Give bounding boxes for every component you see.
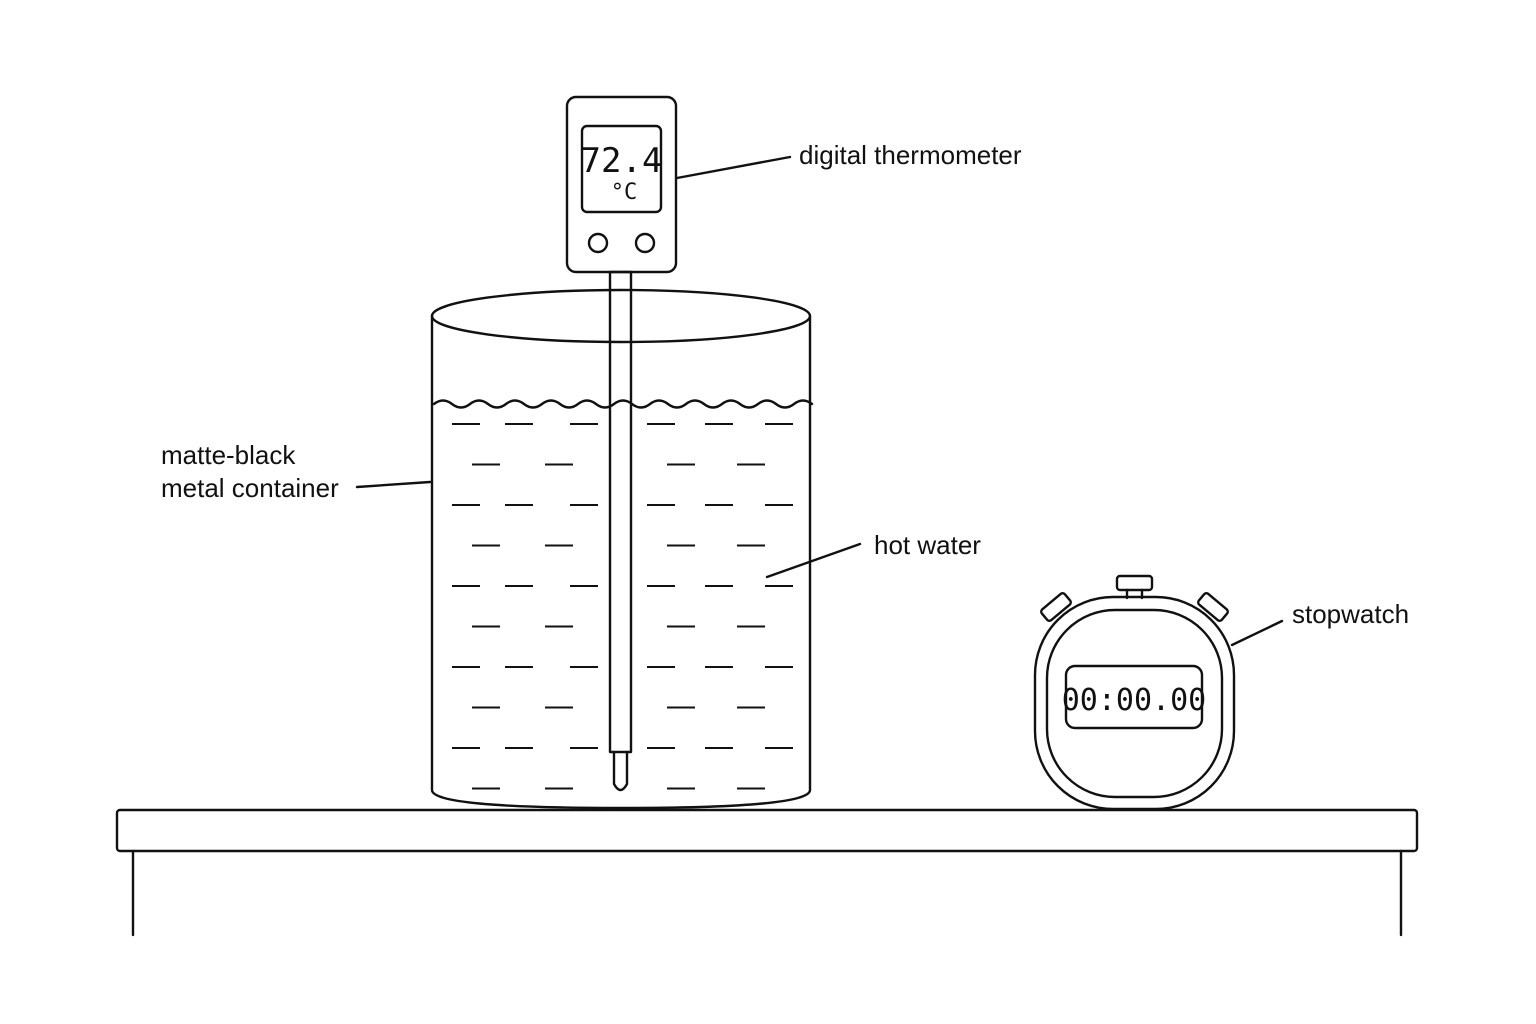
water-leader xyxy=(765,542,862,579)
table xyxy=(115,808,1419,937)
stopwatch-leader xyxy=(1230,619,1284,647)
digital-thermometer: 72.4 °C xyxy=(565,95,678,792)
stopwatch-label: stopwatch xyxy=(1292,599,1409,629)
water-label: hot water xyxy=(874,530,981,560)
stopwatch-time: 00:00.00 xyxy=(1062,683,1207,718)
container-rim xyxy=(430,288,812,344)
container-leader xyxy=(355,480,432,489)
thermometer-button-right[interactable] xyxy=(634,232,656,254)
stopwatch-case-inner xyxy=(1045,608,1224,799)
table-top xyxy=(115,808,1419,853)
stopwatch-button-right[interactable] xyxy=(1197,592,1229,622)
container-label-line1: matte-black xyxy=(161,440,296,470)
probe-tip xyxy=(612,750,629,792)
stopwatch-crown[interactable] xyxy=(1115,574,1154,592)
leader-lines xyxy=(355,155,1284,647)
container-body xyxy=(430,314,812,810)
stopwatch-display xyxy=(1064,664,1204,730)
water-hatching xyxy=(452,423,793,790)
water-surface xyxy=(432,399,814,409)
stopwatch: 00:00.00 xyxy=(1033,574,1236,811)
stopwatch-button-left[interactable] xyxy=(1040,592,1072,622)
thermometer-leader xyxy=(675,155,792,180)
stopwatch-case-outer xyxy=(1033,595,1236,811)
metal-container xyxy=(430,288,814,810)
thermometer-label: digital thermometer xyxy=(799,140,1022,170)
temperature-reading: 72.4 xyxy=(581,141,663,181)
container-label-line2: metal container xyxy=(161,473,339,503)
temperature-unit: °C xyxy=(611,180,638,205)
thermometer-button-left[interactable] xyxy=(587,232,609,254)
thermometer-body xyxy=(565,95,678,274)
thermometer-probe xyxy=(608,270,633,754)
thermometer-display xyxy=(580,124,663,214)
